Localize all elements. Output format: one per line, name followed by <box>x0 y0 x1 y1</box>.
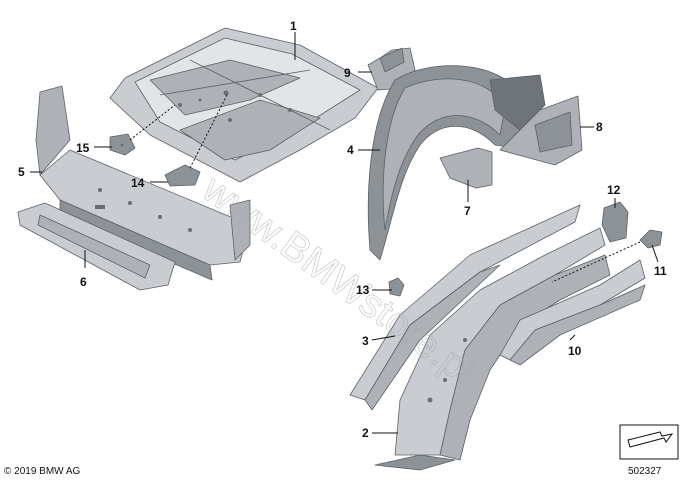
part-4-wheel-arch[interactable] <box>367 65 546 261</box>
part-11-bracket[interactable] <box>639 229 663 249</box>
watermark-text: www.BMWstore.pl <box>194 166 483 393</box>
callout-8: 8 <box>596 120 603 134</box>
callout-3: 3 <box>362 334 369 348</box>
part-2-longitudinal-member[interactable] <box>374 227 611 471</box>
callout-11: 11 <box>654 264 667 278</box>
part-15-bracket[interactable] <box>109 133 136 156</box>
callout-9: 9 <box>344 66 351 80</box>
callout-labels: 1 2 3 4 5 6 7 8 9 10 11 12 13 14 15 <box>18 19 667 440</box>
part-7-panel[interactable] <box>439 147 493 189</box>
callout-7: 7 <box>464 204 471 218</box>
callout-10: 10 <box>568 344 582 358</box>
part-12-bracket[interactable] <box>601 201 629 243</box>
callout-4: 4 <box>347 143 354 157</box>
part-13-clip[interactable] <box>388 277 405 297</box>
callout-5: 5 <box>18 165 25 179</box>
part-3-side-rail[interactable] <box>349 204 581 411</box>
part-10-rail-extension[interactable] <box>499 259 646 366</box>
part-6-reinforcement-plate[interactable] <box>17 202 176 291</box>
part-14-bracket[interactable] <box>164 164 201 187</box>
callout-15: 15 <box>76 141 90 155</box>
callout-14: 14 <box>131 176 145 190</box>
reference-number: 502327 <box>628 466 662 477</box>
copyright-text: © 2019 BMW AG <box>4 466 81 477</box>
callout-6: 6 <box>80 275 87 289</box>
callout-1: 1 <box>290 19 297 33</box>
callout-2: 2 <box>362 426 369 440</box>
leader-lines <box>30 32 659 434</box>
part-5-cross-member[interactable] <box>35 85 251 281</box>
part-1-floor-panel[interactable] <box>109 27 379 183</box>
callout-12: 12 <box>607 183 621 197</box>
orientation-arrow-icon <box>627 431 674 448</box>
orientation-arrow-box <box>619 424 679 460</box>
part-8-panel[interactable] <box>499 95 583 166</box>
callout-13: 13 <box>356 283 370 297</box>
